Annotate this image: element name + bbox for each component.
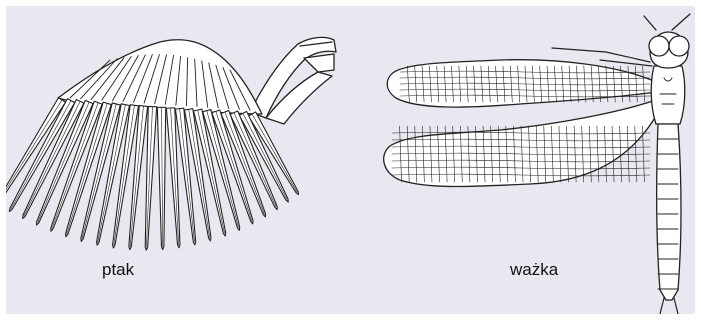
bird-wing-feathers [6, 98, 299, 250]
dragonfly-hindwing [384, 100, 656, 187]
dragonfly-label: ważka [510, 260, 558, 280]
bird-feather [248, 112, 298, 195]
dragonfly-thorax [651, 66, 685, 124]
bird-wing-arm [250, 37, 336, 124]
dragonfly-eye-left [649, 36, 669, 56]
figure-panel: ptak ważka [6, 6, 695, 314]
dragonfly-antennae [644, 14, 690, 30]
bird-feather [239, 111, 288, 202]
dragonfly-forewing [387, 60, 656, 107]
bird-label: ptak [102, 260, 134, 280]
dragonfly-eye-right [669, 36, 689, 56]
bird-wing-illustration [6, 37, 336, 250]
dragonfly-body [649, 32, 689, 314]
